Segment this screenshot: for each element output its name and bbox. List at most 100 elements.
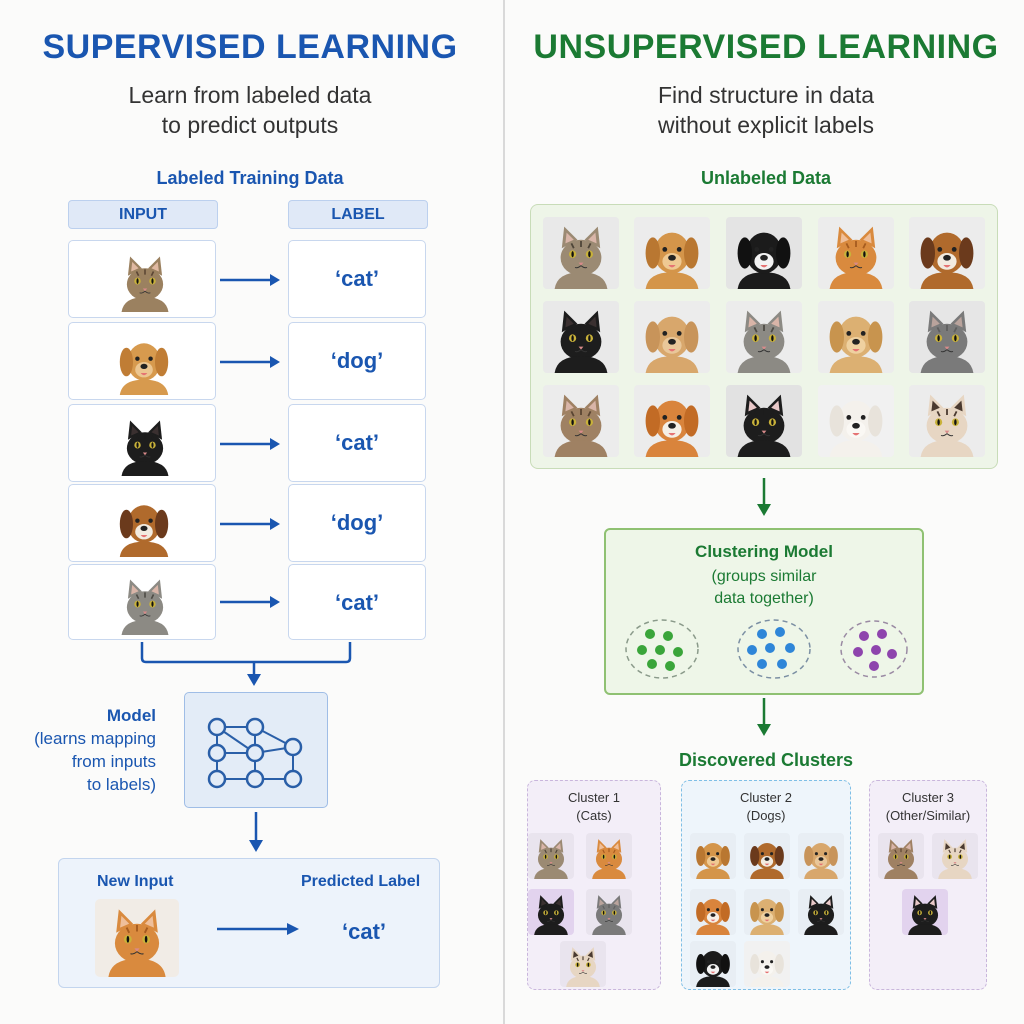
center-divider — [503, 0, 505, 1024]
model-label: Model — [106, 706, 156, 725]
cat-thumbnail — [528, 889, 574, 935]
unsupervised-title: UNSUPERVISED LEARNING — [533, 28, 999, 66]
predicted-label-title: Predicted Label — [301, 873, 421, 890]
model-desc-line: to labels) — [87, 775, 156, 794]
dog-thumbnail — [744, 833, 790, 879]
cat-thumbnail — [586, 889, 632, 935]
cluster-name: Cluster 1 — [567, 790, 621, 805]
cat-thumbnail — [560, 941, 606, 987]
cluster-card-other: Cluster 3 (Other/Similar) — [869, 780, 987, 990]
clustering-desc-line: (groups similar — [711, 568, 817, 585]
label-cell: ‘cat’ — [288, 240, 426, 318]
dog-thumbnail — [798, 833, 844, 879]
dog-thumbnail — [690, 833, 736, 879]
input-cell — [68, 484, 216, 562]
animal-image — [909, 217, 985, 289]
cat-thumbnail — [586, 833, 632, 879]
cluster-title: Cluster 1 (Cats) — [528, 789, 660, 825]
golden-dog-image — [111, 329, 177, 395]
arrow-down-icon — [757, 698, 771, 736]
animal-image — [543, 385, 619, 457]
arrow-right-icon — [220, 518, 280, 530]
input-cell — [68, 240, 216, 318]
clustering-model-desc: (groups similar data together) — [606, 566, 922, 610]
animal-image — [634, 301, 710, 373]
animal-image — [818, 217, 894, 289]
discovered-clusters-title: Discovered Clusters — [678, 750, 854, 770]
supervised-subtitle-line1: Learn from labeled data — [128, 82, 372, 108]
arrow-right-icon — [217, 923, 299, 935]
animal-image — [818, 301, 894, 373]
model-desc-line: (learns mapping — [34, 729, 156, 748]
cat-thumbnail — [798, 889, 844, 935]
supervised-subtitle-line2: to predict outputs — [161, 112, 339, 138]
cluster-desc: (Dogs) — [746, 808, 786, 823]
dog-thumbnail — [690, 941, 736, 987]
arrow-down-icon — [757, 478, 771, 516]
input-cell — [68, 564, 216, 640]
animal-image — [543, 301, 619, 373]
new-input-panel: New Input Predicted Label ‘cat’ — [58, 858, 440, 988]
cluster-card-dogs: Cluster 2 (Dogs) — [681, 780, 851, 990]
cluster-desc: (Cats) — [576, 808, 612, 823]
new-input-label: New Input — [97, 873, 174, 890]
unlabeled-data-grid — [530, 204, 998, 469]
model-box — [184, 692, 328, 808]
label-cell: ‘dog’ — [288, 322, 426, 400]
animal-image — [726, 301, 802, 373]
unsupervised-subtitle-line1: Find structure in data — [657, 82, 875, 108]
unlabeled-data-title: Unlabeled Data — [700, 168, 832, 188]
dog-thumbnail — [744, 889, 790, 935]
merge-bracket-arrow — [140, 642, 352, 686]
arrow-down-icon — [249, 812, 263, 852]
input-cell — [68, 322, 216, 400]
arrow-right-icon — [220, 274, 280, 286]
cluster-dots-illustration — [625, 619, 908, 679]
arrow-right-icon — [220, 596, 280, 608]
beagle-dog-image — [111, 491, 177, 557]
label-cell: ‘cat’ — [288, 564, 426, 640]
animal-image — [726, 217, 802, 289]
label-header: LABEL — [288, 200, 428, 229]
unsupervised-subtitle-line2: without explicit labels — [657, 112, 875, 138]
animal-image — [726, 385, 802, 457]
black-cat-image — [113, 411, 177, 477]
cluster-title: Cluster 3 (Other/Similar) — [870, 789, 986, 825]
label-cell: ‘cat’ — [288, 404, 426, 482]
dog-thumbnail — [690, 889, 736, 935]
unsupervised-subtitle: Find structure in data without explicit … — [508, 80, 1024, 140]
neural-network-icon — [207, 717, 303, 789]
cat-thumbnail — [902, 889, 948, 935]
input-header: INPUT — [68, 200, 218, 229]
dog-thumbnail — [744, 941, 790, 987]
cluster-name: Cluster 2 — [739, 790, 793, 805]
supervised-title: SUPERVISED LEARNING — [42, 28, 458, 66]
clustering-desc-line: data together) — [714, 590, 814, 607]
cluster-title: Cluster 2 (Dogs) — [682, 789, 850, 825]
model-description: Model (learns mapping from inputs to lab… — [16, 704, 156, 796]
cat-thumbnail — [878, 833, 924, 879]
cat-thumbnail — [932, 833, 978, 879]
model-desc-line: from inputs — [71, 752, 156, 771]
cluster-desc: (Other/Similar) — [885, 808, 971, 823]
gray-tabby-cat-image — [113, 570, 177, 636]
clustering-model-title: Clustering Model — [695, 542, 833, 561]
animal-image — [818, 385, 894, 457]
input-cell — [68, 404, 216, 482]
animal-image — [909, 301, 985, 373]
label-cell: ‘dog’ — [288, 484, 426, 562]
supervised-subtitle: Learn from labeled data to predict outpu… — [0, 80, 500, 140]
cluster-card-cats: Cluster 1 (Cats) — [527, 780, 661, 990]
new-input-cat-image — [95, 899, 179, 977]
arrow-right-icon — [220, 438, 280, 450]
animal-image — [909, 385, 985, 457]
cat-thumbnail — [528, 833, 574, 879]
animal-image — [543, 217, 619, 289]
tabby-cat-image — [113, 247, 177, 313]
animal-image — [634, 385, 710, 457]
arrow-right-icon — [220, 356, 280, 368]
animal-image — [634, 217, 710, 289]
predicted-value: ‘cat’ — [341, 919, 387, 944]
clustering-model-panel: Clustering Model (groups similar data to… — [604, 528, 924, 695]
training-data-title: Labeled Training Data — [156, 168, 344, 188]
